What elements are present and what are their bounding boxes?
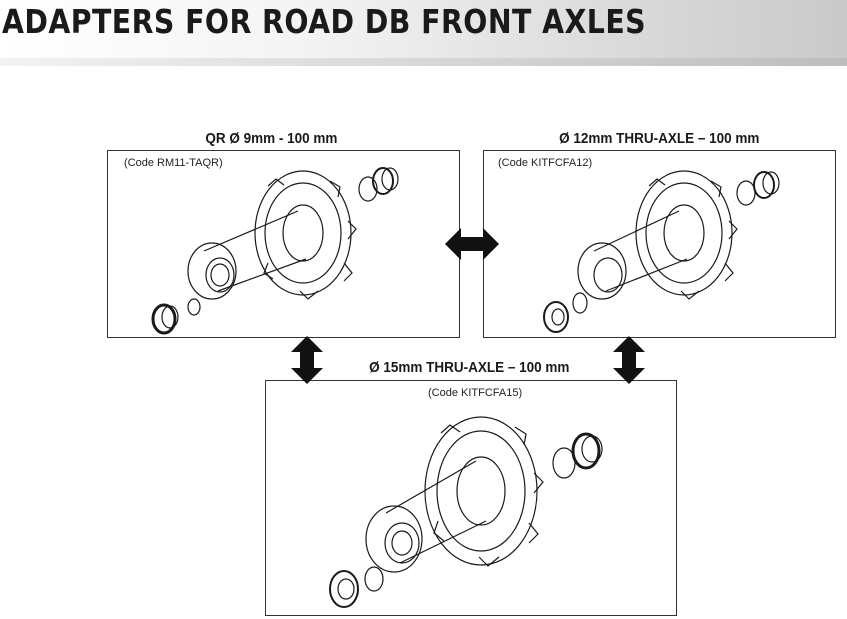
double-arrow-icon	[613, 336, 645, 384]
panel-qr-code: (Code RM11-TAQR)	[124, 157, 223, 169]
header-band	[0, 0, 847, 60]
adapter-left	[151, 298, 201, 335]
hub-body	[577, 170, 738, 300]
adapter-left	[329, 566, 384, 608]
panel-qr-label: QR Ø 9mm - 100 mm	[205, 130, 338, 147]
panel-12mm-code: (Code KITFCFA12)	[498, 157, 593, 169]
hub-exploded-icon	[329, 416, 603, 608]
panel-15mm-thru-axle: (Code KITFCFA15)	[265, 380, 677, 616]
hub-exploded-icon	[543, 170, 780, 333]
panel-qr-9mm: (Code RM11-TAQR)	[107, 150, 460, 338]
adapter-right	[358, 167, 399, 202]
hub-exploded-icon	[151, 167, 399, 335]
hub-body	[365, 416, 544, 573]
header-divider	[0, 58, 847, 66]
double-arrow-icon	[291, 336, 323, 384]
page-title: ADAPTERS FOR ROAD DB FRONT AXLES	[2, 2, 647, 41]
panel-12mm-thru-axle: (Code KITFCFA12)	[483, 150, 836, 338]
adapter-right	[736, 171, 780, 206]
panel-12mm-label: Ø 12mm THRU-AXLE – 100 mm	[559, 130, 760, 147]
double-arrow-icon	[445, 228, 499, 260]
adapter-left	[543, 292, 588, 333]
hub-body	[187, 170, 357, 300]
adapter-right	[552, 432, 603, 479]
panel-15mm-code: (Code KITFCFA15)	[428, 387, 523, 399]
panel-15mm-label: Ø 15mm THRU-AXLE – 100 mm	[369, 359, 570, 376]
